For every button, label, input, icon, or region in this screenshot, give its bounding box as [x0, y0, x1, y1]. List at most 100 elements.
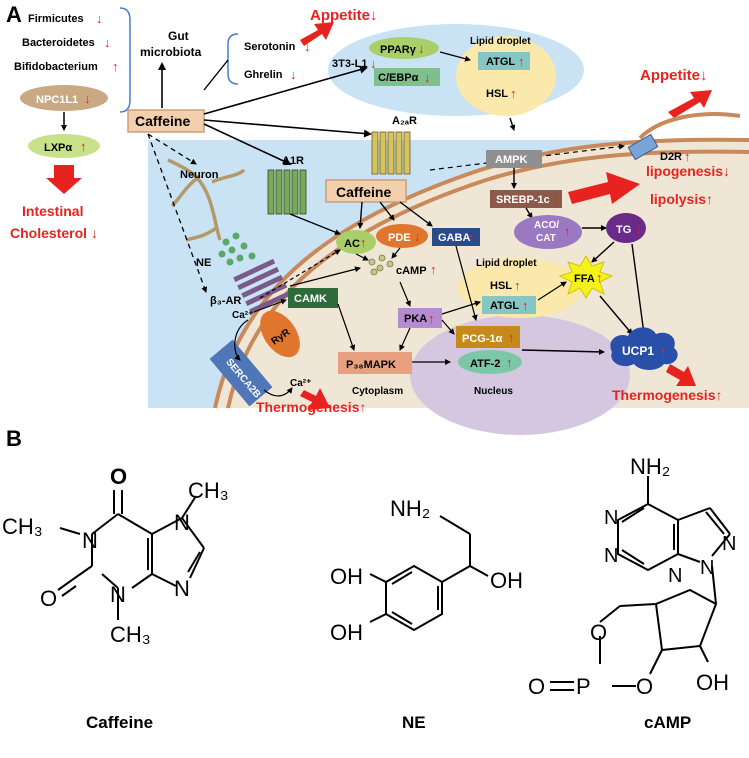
- ppar-label: PPARγ: [380, 44, 417, 56]
- caffeine-cell-box: [325, 179, 407, 203]
- ne-label: NE: [196, 257, 211, 269]
- pka-arrow: ↑: [428, 311, 435, 326]
- ne-oh-chain: OH: [490, 568, 523, 593]
- pde-oval: [376, 224, 428, 248]
- ampk-label: AMPK: [495, 154, 527, 166]
- ac-oval: [336, 230, 376, 254]
- camp-p: P: [576, 674, 591, 699]
- ac-label: AC: [344, 238, 360, 250]
- thermo-left-arrow: [300, 388, 330, 410]
- ffa-burst: [558, 255, 614, 299]
- camp-o-double: O: [528, 674, 545, 699]
- caffeine-to-ac-arrow: [357, 201, 364, 229]
- panel-b-label: B: [6, 426, 22, 451]
- atgl-mid-box: [482, 296, 536, 314]
- intestinal-label: Intestinal: [22, 203, 83, 219]
- ampk-box: [486, 150, 542, 168]
- hsl-mid-label: HSL: [490, 280, 512, 292]
- appetite-right-label: Appetite↓: [640, 67, 708, 84]
- thermo-left-label: Thermogenesis↑: [256, 399, 366, 415]
- a2ar-receptor: [371, 131, 411, 175]
- a2ar-label: A₂ₐR: [392, 115, 417, 127]
- ne-vesicles: [218, 232, 256, 266]
- aco-oval: [514, 215, 582, 249]
- cebpa-label: C/EBPα: [378, 72, 419, 84]
- lipolysis-label: lipolysis↑: [650, 191, 713, 207]
- camp-to-pka-arrow: [399, 281, 411, 307]
- pka-label: PKA: [404, 313, 427, 325]
- ffa-arrow: ↑: [596, 270, 603, 285]
- pcg-label: PCG-1α: [462, 333, 503, 345]
- lipid-down-arrow: [509, 117, 516, 131]
- pcg-to-ucp1-arrow: [521, 348, 605, 355]
- atgl-top-arrow: ↑: [518, 54, 525, 69]
- camp-o-bridge: O: [636, 674, 653, 699]
- caffeine-o-top: O: [110, 464, 127, 489]
- firmicutes-arrow: ↓: [96, 11, 103, 26]
- caffeine-main-label: Caffeine: [135, 113, 190, 129]
- caffeine-ch3-top: CH₃: [188, 478, 229, 503]
- b3ar-label: β₃-AR: [210, 295, 241, 307]
- pka-to-atgl-arrow: [441, 300, 481, 315]
- srebp-arrow: ↓: [552, 191, 559, 206]
- atgl-top-box: [478, 52, 530, 70]
- ac-to-camp-arrow: [355, 253, 369, 261]
- caffeine-name: Caffeine: [86, 713, 153, 732]
- ppar-to-atgl-arrow: [439, 51, 471, 62]
- camk-label: CAMK: [294, 293, 327, 305]
- ppar-oval: [369, 37, 439, 59]
- caffeine-n7: N: [174, 510, 190, 535]
- caffeine-n9: N: [174, 576, 190, 601]
- atgl-to-ffa-arrow: [537, 281, 567, 301]
- ucp1-arrow: ↑: [660, 344, 667, 359]
- microbiota-bracket: [119, 7, 131, 113]
- b3ar-to-camp-arrow: [289, 266, 361, 287]
- gaba-label: GABA: [438, 232, 470, 244]
- camp-structure: [550, 476, 731, 691]
- camp-n9: N: [700, 557, 714, 579]
- lipid-droplet-top: [456, 36, 556, 116]
- pka-to-pcg-arrow: [441, 319, 455, 335]
- a1r-receptor: [267, 169, 307, 215]
- caffeine-to-serotonin-line: [203, 59, 229, 91]
- gaba-arrow: ↑: [468, 230, 475, 245]
- neuron-shape: [167, 158, 246, 242]
- appetite-top-arrow: [300, 22, 334, 46]
- ghrelin-arrow: ↓: [290, 67, 297, 82]
- a2ar-to-d2r-arrow: [429, 143, 625, 171]
- atf-label: ATF-2: [470, 358, 500, 370]
- ffa-to-ucp1-arrow: [599, 295, 633, 335]
- caffeine-to-a2ar-arrow: [203, 119, 372, 138]
- lxra-down-arrow: [46, 165, 82, 194]
- caffeine-n3: N: [110, 582, 126, 607]
- ucp1-label: UCP1: [622, 344, 654, 358]
- caffeine-structure: [57, 490, 205, 620]
- lxra-oval: [28, 134, 100, 158]
- ca-bottom-label: Ca²⁺: [290, 378, 311, 389]
- ppar-arrow: ↓: [418, 41, 425, 56]
- lipid-droplet-top-label: Lipid droplet: [470, 36, 531, 47]
- cell-3t3l1-arrow: ↓: [370, 56, 377, 71]
- gut-label: Gut: [168, 29, 189, 43]
- thermo-right-arrow: [666, 364, 696, 386]
- pde-label: PDE: [388, 232, 411, 244]
- ne-nh2: NH₂: [390, 496, 430, 521]
- tg-label: TG: [616, 224, 631, 236]
- p38-box: [338, 352, 412, 374]
- pka-box: [398, 308, 442, 328]
- serotonin-label: Serotonin: [244, 41, 296, 53]
- bifidobacterium-arrow: ↑: [112, 59, 119, 74]
- thermo-right-label: Thermogenesis↑: [612, 387, 722, 403]
- tg-to-ucp1-arrow: [631, 243, 647, 335]
- srebp-to-aco-arrow: [525, 207, 533, 219]
- cebpa-box: [374, 68, 440, 86]
- atf-oval: [458, 350, 522, 374]
- gaba-box: [432, 228, 480, 246]
- srebp-box: [490, 190, 562, 208]
- camp-arrow: ↑: [430, 262, 437, 277]
- d2r-receptor: [627, 133, 659, 161]
- pcg-box: [456, 326, 520, 348]
- p38-label: P₃₈MAPK: [346, 359, 396, 371]
- ca-cycle-arrow: [234, 319, 249, 361]
- camp-oh: OH: [696, 670, 729, 695]
